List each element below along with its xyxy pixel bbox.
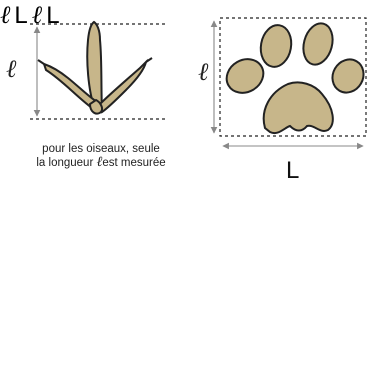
bird-footprint: [38, 22, 152, 114]
length-label: ℓ: [6, 54, 17, 83]
caption-line-2-before: la longueur: [36, 157, 96, 169]
length-label: ℓ: [198, 57, 209, 86]
caption-line-2-after: est mesurée: [102, 157, 165, 169]
caption-line-2: la longueur ℓest mesurée: [12, 156, 190, 170]
bird-footprint-panel: ℓ: [6, 22, 165, 119]
caption: pour les oiseaux, seule la longueur ℓest…: [12, 143, 190, 170]
paw-footprint-panel: ℓ L: [198, 18, 369, 184]
paw-footprint: [221, 20, 370, 133]
width-label: L: [286, 157, 299, 184]
